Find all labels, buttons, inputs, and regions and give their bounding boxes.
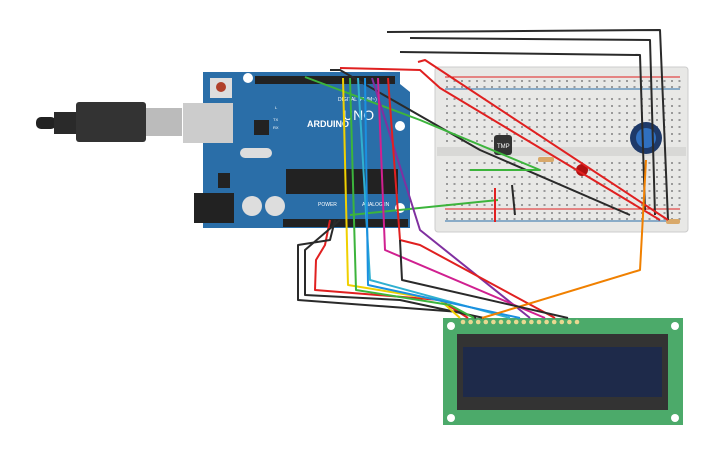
lcd-pin xyxy=(513,319,519,325)
lcd-pin xyxy=(460,319,466,325)
wire[interactable] xyxy=(399,239,569,319)
wire[interactable] xyxy=(386,29,669,221)
wire[interactable] xyxy=(304,76,541,171)
lcd-pin xyxy=(559,319,565,325)
arduino-model: UNO xyxy=(343,107,374,123)
svg-text:TMP: TMP xyxy=(497,144,510,150)
lcd-pin xyxy=(506,319,511,325)
usb-cable xyxy=(36,102,182,142)
lcd-pin xyxy=(491,319,496,325)
wire[interactable] xyxy=(387,77,556,319)
wire[interactable] xyxy=(342,77,461,319)
lcd-pin xyxy=(475,319,481,325)
wire[interactable] xyxy=(409,37,656,216)
potentiometer[interactable] xyxy=(630,122,662,154)
wire[interactable] xyxy=(481,159,647,319)
lcd-pin xyxy=(567,319,572,325)
tmp-sensor: TMP xyxy=(494,135,512,155)
wire[interactable] xyxy=(417,59,669,221)
lcd-pin xyxy=(536,319,542,325)
wire[interactable] xyxy=(399,51,646,211)
resistor-2 xyxy=(666,219,680,224)
power-label: POWER xyxy=(318,202,337,208)
wire[interactable] xyxy=(371,77,531,319)
wire[interactable] xyxy=(349,199,499,216)
led-label-l: L xyxy=(275,105,278,110)
wire[interactable] xyxy=(377,77,546,319)
wire[interactable] xyxy=(339,67,661,221)
lcd-pin xyxy=(521,319,527,325)
analog-label: ANALOG IN xyxy=(362,202,390,208)
wire[interactable] xyxy=(349,77,475,319)
wire[interactable] xyxy=(511,184,516,216)
arduino-uno: ARDUINO UNO DIGITAL (PWM~) POWER ANALOG … xyxy=(183,72,410,228)
wire[interactable] xyxy=(364,77,521,319)
resistor xyxy=(538,157,554,162)
lcd-pin xyxy=(498,319,504,325)
lcd-pin xyxy=(468,319,473,325)
wire[interactable] xyxy=(330,69,631,216)
led-label-rx: RX xyxy=(273,125,279,130)
lcd-pin xyxy=(544,319,549,325)
lcd-pin xyxy=(529,319,534,325)
wire[interactable] xyxy=(304,219,485,319)
arduino-brand: ARDUINO xyxy=(307,119,349,129)
lcd-pin xyxy=(483,319,489,325)
led-red xyxy=(576,164,588,176)
digital-label: DIGITAL (PWM~) xyxy=(338,97,377,103)
lcd-pin xyxy=(551,319,557,325)
led-label-tx: TX xyxy=(273,117,278,122)
lcd-16x2 xyxy=(443,318,683,425)
lcd-pin xyxy=(574,319,580,325)
